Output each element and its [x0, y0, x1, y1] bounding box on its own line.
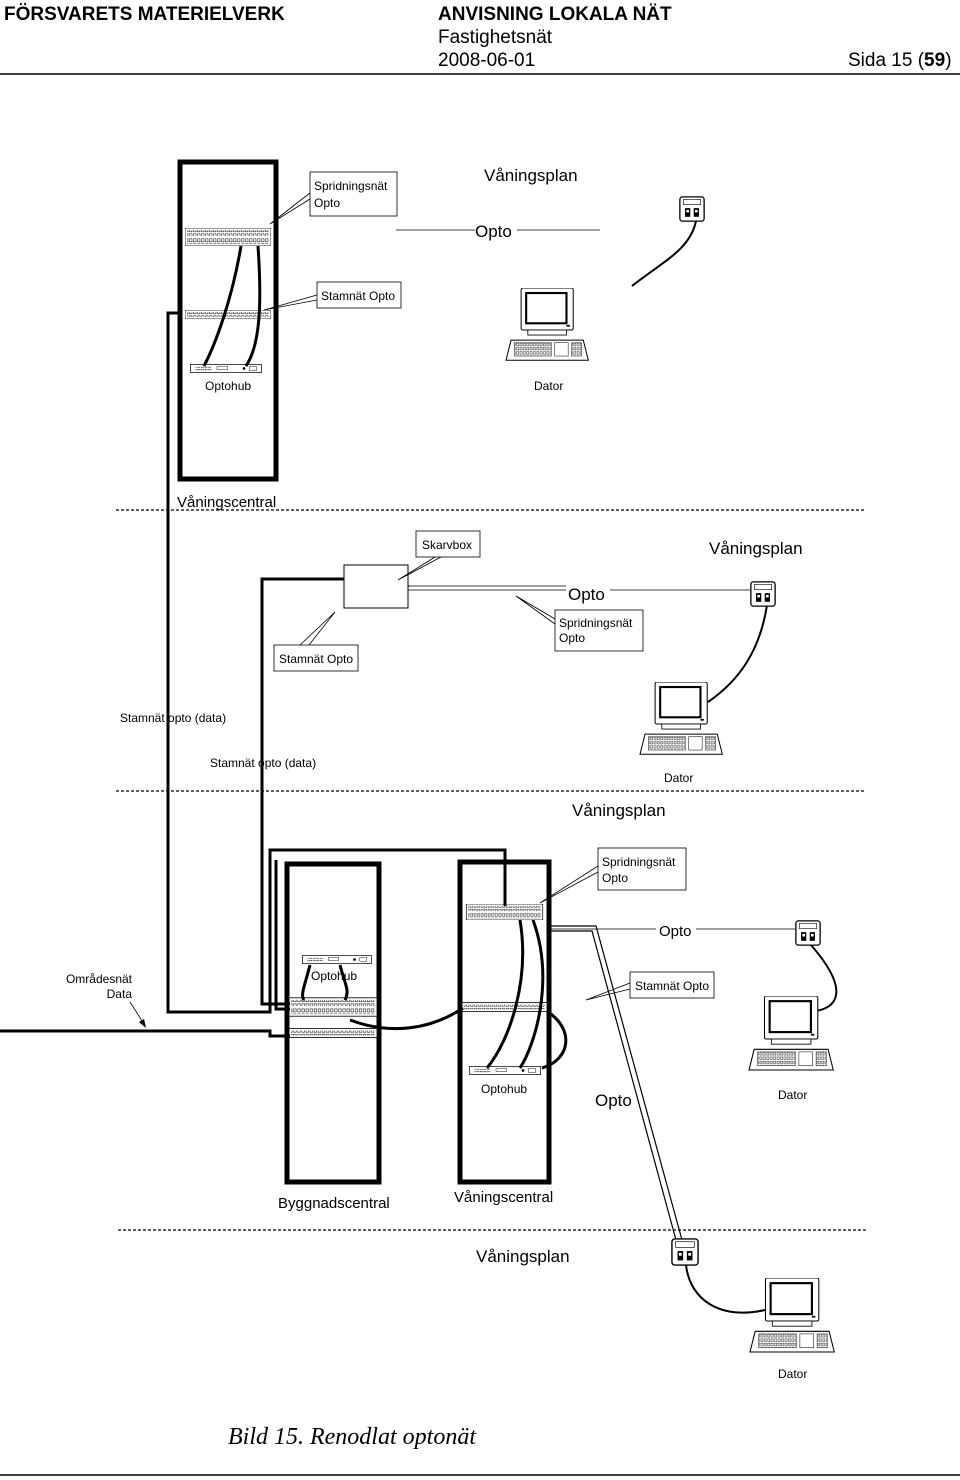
label-dator: Dator	[664, 771, 693, 785]
patch-panel	[465, 904, 544, 920]
rack-byggnadscentral	[284, 861, 382, 1185]
callout-spridningsnat-3: Spridningsnät Opto	[539, 847, 687, 904]
label-vaningscentral: Våningscentral	[454, 1189, 553, 1206]
label-stamnat-opto: Stamnät Opto	[321, 289, 395, 303]
network-outlet-icon	[671, 1238, 699, 1266]
cables-section-2	[260, 577, 344, 856]
label-opto: Opto	[314, 196, 340, 210]
network-outlet-icon	[679, 196, 705, 222]
label-stamnat-opto: Stamnät Opto	[635, 979, 709, 993]
label-optohub: Optohub	[205, 379, 251, 393]
patch-panel	[185, 228, 271, 246]
label-opto: Opto	[568, 585, 605, 604]
patch-cable	[631, 220, 697, 287]
page-number: Sida 15 (59)	[848, 50, 952, 71]
skarvbox	[343, 564, 409, 609]
label-opto: Opto	[595, 1091, 632, 1110]
network-outlet-icon	[795, 920, 821, 946]
org-name: FÖRSVARETS MATERIELVERK	[4, 4, 285, 25]
callout-stamnat-3: Stamnät Opto	[585, 971, 715, 1001]
computer-icon	[748, 1278, 836, 1354]
separator-lines	[116, 509, 868, 1231]
cables-section-1	[166, 245, 262, 1000]
rack-vaningscentral-2	[457, 859, 552, 1185]
document-title: ANVISNING LOKALA NÄT	[438, 4, 672, 25]
callout-spridningsnat-2: Spridningsnät Opto	[515, 595, 644, 652]
label-stamnat-opto: Stamnät Opto	[279, 652, 353, 666]
label-byggnadscentral: Byggnadscentral	[278, 1195, 390, 1212]
patch-cable	[707, 604, 768, 703]
label-vaningsplan: Våningsplan	[572, 801, 666, 820]
optohub-device	[468, 1066, 542, 1075]
label-omradesnat: Områdesnät	[66, 972, 133, 986]
rack-vaningscentral-1	[177, 159, 279, 482]
omradesnat-arrow	[129, 1001, 146, 1028]
label-skarvbox: Skarvbox	[422, 538, 472, 552]
cables-section-3	[0, 848, 568, 1070]
label-vaningscentral: Våningscentral	[177, 494, 276, 511]
computer-icon	[638, 682, 724, 756]
patch-panel	[462, 1002, 547, 1012]
callout-spridningsnat-1: Spridningsnät Opto	[269, 171, 398, 225]
document-date: 2008-06-01	[438, 50, 536, 71]
fibre-stamnat-opto	[549, 925, 683, 1241]
patch-cable	[685, 1264, 766, 1314]
callout-skarvbox: Skarvbox	[397, 530, 481, 581]
computer-icon	[504, 288, 590, 362]
document-subtitle: Fastighetsnät	[438, 27, 553, 48]
label-spridningsnat: Spridningsnät	[602, 855, 676, 869]
label-optohub: Optohub	[311, 969, 357, 983]
callout-stamnat-1: Stamnät Opto	[263, 281, 402, 311]
label-opto: Opto	[475, 222, 512, 241]
label-dator: Dator	[778, 1367, 807, 1381]
patch-panel	[289, 1028, 377, 1038]
label-vaningsplan: Våningsplan	[484, 166, 578, 185]
label-opto: Opto	[559, 631, 585, 645]
computer-icon	[747, 996, 835, 1072]
label-dator: Dator	[534, 379, 563, 393]
label-dator: Dator	[778, 1088, 807, 1102]
optohub-device	[302, 955, 372, 964]
figure-caption: Bild 15. Renodlat optonät	[228, 1424, 476, 1450]
patch-panel	[289, 997, 377, 1017]
label-spridningsnat: Spridningsnät	[314, 179, 388, 193]
callout-stamnat-2: Stamnät Opto	[273, 611, 359, 672]
label-vaningsplan: Våningsplan	[709, 539, 803, 558]
label-spridningsnat: Spridningsnät	[559, 616, 633, 630]
label-optohub: Optohub	[481, 1082, 527, 1096]
network-outlet-icon	[750, 581, 776, 607]
optohub-device	[190, 364, 262, 373]
label-stamnat-data: Stamnät opto (data)	[120, 711, 226, 725]
label-stamnat-data: Stamnät opto (data)	[210, 756, 316, 770]
label-vaningsplan: Våningsplan	[476, 1247, 570, 1266]
label-data: Data	[107, 987, 133, 1001]
label-opto: Opto	[659, 923, 692, 940]
label-opto: Opto	[602, 871, 628, 885]
